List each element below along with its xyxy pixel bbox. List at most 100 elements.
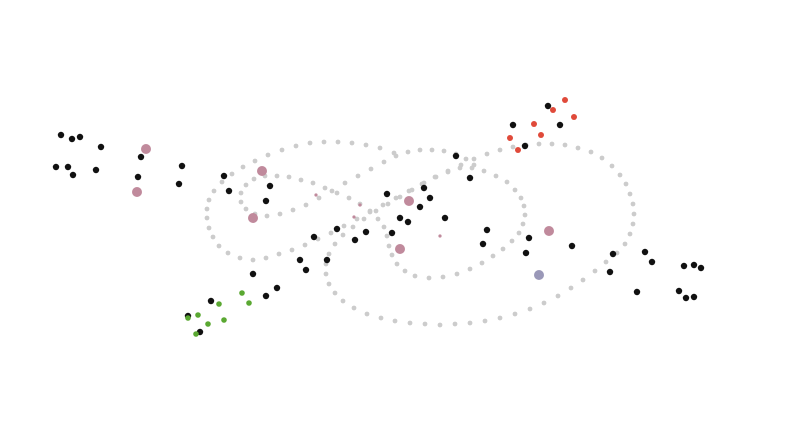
data-point [363,142,369,148]
data-point [225,250,231,256]
data-point [250,257,256,263]
data-point [262,197,270,205]
data-point [321,139,327,145]
data-point [452,152,460,160]
data-point [534,270,544,280]
data-point [302,266,310,274]
data-point [204,206,210,212]
data-point [302,242,308,248]
data-point [483,226,491,234]
data-point [248,213,258,223]
data-point [525,234,533,242]
data-point [404,196,414,206]
data-point [522,212,528,218]
data-point [326,251,332,257]
data-point [603,259,609,265]
data-point [438,234,442,238]
data-point [575,145,581,151]
data-point [471,156,477,162]
data-point [68,135,76,143]
data-point [276,251,282,257]
data-point [416,203,424,211]
data-point [375,216,381,222]
data-point [426,275,432,281]
data-point [216,243,222,249]
data-point [349,140,355,146]
data-point [592,268,598,274]
data-point [515,147,521,153]
series-6 [314,193,442,238]
data-point [407,320,413,326]
data-point [429,147,435,153]
data-point [298,177,304,183]
data-point [97,143,105,151]
data-point [536,141,542,147]
data-point [395,244,405,254]
data-point [512,311,518,317]
series-3 [185,290,252,337]
data-point [562,142,568,148]
data-point [364,311,370,317]
data-point [630,201,636,207]
data-point [251,176,257,182]
data-point [303,202,309,208]
data-point [332,241,338,247]
data-point [185,315,191,321]
data-point [219,179,225,185]
data-point [252,158,258,164]
data-point [132,187,142,197]
data-point [381,224,387,230]
data-point [510,144,516,150]
data-point [606,268,614,276]
data-point [352,215,356,219]
data-point [141,144,151,154]
data-point [249,270,257,278]
data-point [289,247,295,253]
data-point [417,147,423,153]
data-point [211,188,217,194]
series-5 [534,270,544,280]
data-point [675,287,683,295]
data-point [335,139,341,145]
data-point [265,152,271,158]
data-point [440,274,446,280]
data-point [538,132,544,138]
data-point [623,181,629,187]
data-point [328,230,334,236]
data-point [206,197,212,203]
data-point [221,317,227,323]
data-point [238,199,244,205]
data-point [609,163,615,169]
data-point [544,226,554,236]
data-point [340,232,346,238]
data-point [52,163,60,171]
data-point [627,191,633,197]
data-point [599,155,605,161]
data-point [481,168,487,174]
data-point [385,201,391,207]
data-point [633,288,641,296]
data-point [333,225,341,233]
data-point [648,258,656,266]
data-point [351,236,359,244]
data-point [479,260,485,266]
series-2 [507,97,577,153]
data-point [361,216,367,222]
data-point [346,195,352,201]
data-point [216,301,222,307]
data-point [310,233,318,241]
data-point [617,172,623,178]
data-point [240,164,246,170]
data-point [358,203,362,207]
data-point [457,165,463,171]
data-point [641,248,649,256]
data-point [257,166,267,176]
data-point [207,297,215,305]
data-point [384,233,390,239]
data-point [286,174,292,180]
data-point [210,234,216,240]
data-point [409,187,415,193]
data-point [509,238,515,244]
data-point [229,171,235,177]
